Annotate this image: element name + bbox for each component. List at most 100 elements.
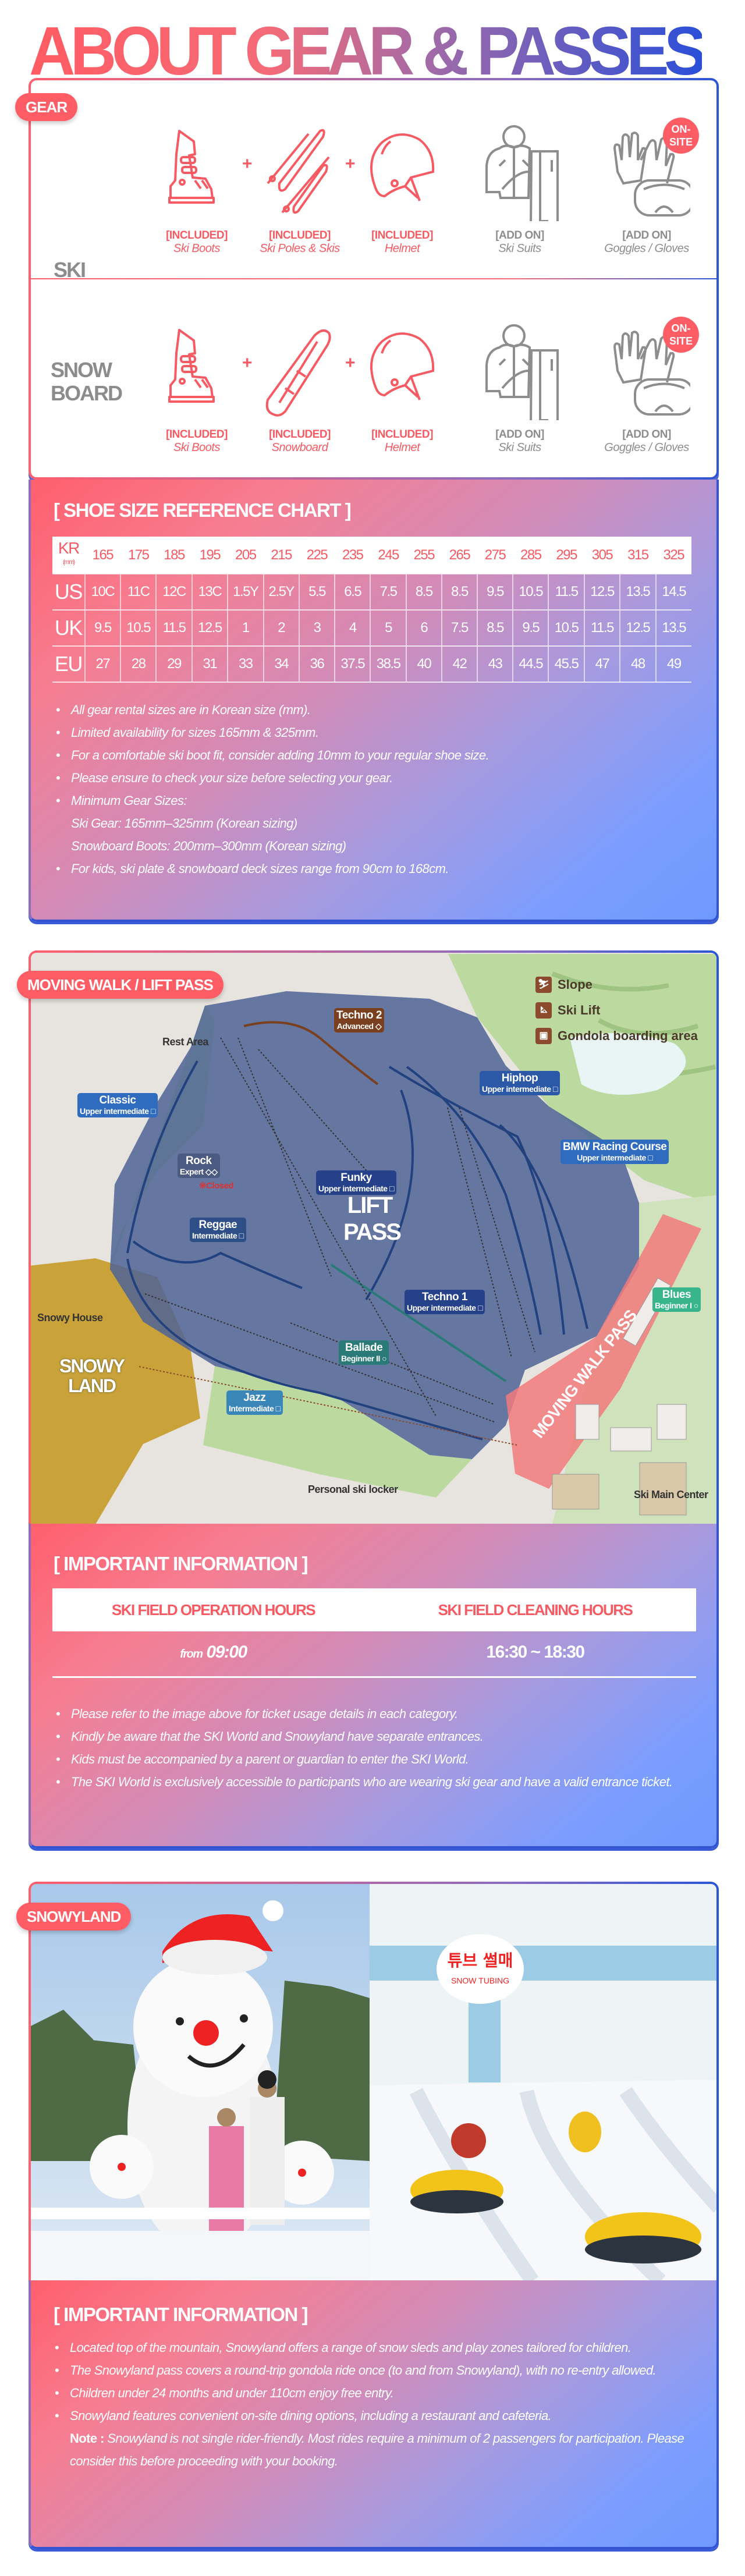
note-item: Children under 24 months and under 110cm… bbox=[52, 2382, 698, 2404]
slope-level: Advanced ◇ bbox=[336, 1021, 382, 1031]
gear-name: Snowboard bbox=[271, 441, 328, 454]
gear-card bbox=[29, 78, 719, 480]
kr-size: 235 bbox=[335, 537, 371, 574]
kr-size: 275 bbox=[477, 537, 513, 574]
note-item: For kids, ski plate & snowboard deck siz… bbox=[54, 857, 694, 880]
snowyland-notes: Located top of the mountain, Snowyland o… bbox=[52, 2336, 698, 2472]
gear-badge: GEAR bbox=[15, 93, 78, 121]
row-divider bbox=[31, 278, 716, 279]
size-cell: 33 bbox=[227, 646, 264, 683]
size-cell: 11.5 bbox=[583, 610, 620, 647]
place-rest-area: Rest Area bbox=[162, 1036, 208, 1048]
size-cell: 40 bbox=[405, 646, 442, 683]
size-cell: 6 bbox=[405, 610, 442, 647]
note-item: The Snowyland pass covers a round-trip g… bbox=[52, 2359, 698, 2382]
size-cell: 10.5 bbox=[120, 610, 157, 647]
size-cell: 47 bbox=[583, 646, 620, 683]
note-item: For a comfortable ski boot fit, consider… bbox=[54, 744, 694, 767]
snowyland-badge: SNOWYLAND bbox=[16, 1903, 132, 1931]
cleaning-hours-value: 16:30 ~ 18:30 bbox=[486, 1642, 585, 1662]
slope-name: Funky bbox=[340, 1172, 372, 1184]
slope-name: Jazz bbox=[243, 1392, 266, 1404]
resort-map bbox=[31, 953, 716, 1524]
place-locker: Personal ski locker bbox=[308, 1484, 398, 1495]
slope-level: Beginner II ○ bbox=[341, 1353, 387, 1363]
gear-name: Helmet bbox=[384, 242, 420, 255]
gear-name: Ski Poles & Skis bbox=[260, 242, 340, 255]
sub-note-item: Snowboard Boots: 200mm–300mm (Korean siz… bbox=[71, 839, 346, 853]
map-badge: MOVING WALK / LIFT PASS bbox=[17, 971, 224, 999]
size-cell: 5 bbox=[370, 610, 406, 647]
legend-item: ⛷Slope bbox=[535, 977, 593, 993]
kr-size: 215 bbox=[263, 537, 299, 574]
row-label-ski: SKI bbox=[54, 258, 86, 282]
slope-name: Techno 2 bbox=[336, 1009, 382, 1021]
size-cell: 2.5Y bbox=[262, 574, 299, 611]
size-cell: 11.5 bbox=[548, 574, 584, 611]
sign-english: SNOW TUBING bbox=[451, 1976, 509, 1985]
gear-tag: [INCLUDED] bbox=[166, 428, 228, 441]
slope-level: Upper intermediate □ bbox=[407, 1303, 483, 1312]
size-cell: 13.5 bbox=[655, 610, 691, 647]
size-cell: 1.5Y bbox=[227, 574, 264, 611]
gear-tag: [INCLUDED] bbox=[269, 229, 331, 242]
slope-name: Hiphop bbox=[501, 1072, 538, 1084]
size-cell: 34 bbox=[262, 646, 299, 683]
note-item: Limited availability for sizes 165mm & 3… bbox=[54, 721, 694, 744]
size-cell: 13C bbox=[191, 574, 228, 611]
gear-name: Ski Boots bbox=[173, 242, 220, 255]
closed-label: ※Closed bbox=[199, 1181, 234, 1191]
cleaning-hours-label: SKI FIELD CLEANING HOURS bbox=[438, 1601, 633, 1619]
operation-hours-label: SKI FIELD OPERATION HOURS bbox=[111, 1601, 316, 1619]
map-card bbox=[29, 950, 719, 1527]
kr-label: KR(mm) bbox=[52, 537, 85, 574]
kr-size: 305 bbox=[584, 537, 620, 574]
kr-size: 295 bbox=[548, 537, 584, 574]
gear-item: [INCLUDED]Ski Boots bbox=[144, 122, 249, 256]
size-cell: 4 bbox=[334, 610, 371, 647]
legend-label: Gondola boarding area bbox=[558, 1028, 698, 1043]
gear-tag: [INCLUDED] bbox=[371, 428, 433, 441]
note-item: Please refer to the image above for tick… bbox=[54, 1702, 700, 1725]
hours-header: SKI FIELD OPERATION HOURS SKI FIELD CLEA… bbox=[52, 1588, 696, 1631]
size-cell: 37.5 bbox=[334, 646, 371, 683]
note-item: Please ensure to check your size before … bbox=[54, 767, 694, 789]
size-cell: 10C bbox=[84, 574, 121, 611]
ski-suit-icon bbox=[485, 324, 559, 420]
row-label: US bbox=[52, 574, 85, 611]
shoe-notes: All gear rental sizes are in Korean size… bbox=[54, 698, 694, 880]
slope-name: Reggae bbox=[198, 1219, 237, 1231]
kr-size: 225 bbox=[299, 537, 335, 574]
slope-level: Upper intermediate □ bbox=[80, 1106, 155, 1116]
slope-name: BMW Racing Course bbox=[563, 1141, 667, 1153]
slope-name: Ballade bbox=[345, 1342, 383, 1354]
gear-item: [INCLUDED]Ski Boots bbox=[144, 321, 249, 455]
kr-size: 255 bbox=[406, 537, 442, 574]
ski-lift-icon: ⛡ bbox=[535, 1002, 552, 1019]
size-cell: 43 bbox=[476, 646, 513, 683]
slope-level: Expert ◇◇ bbox=[180, 1166, 218, 1176]
ski-notes: Please refer to the image above for tick… bbox=[54, 1702, 700, 1793]
size-cell: 6.5 bbox=[334, 574, 371, 611]
slope-name: Techno 1 bbox=[421, 1291, 467, 1303]
gear-name: Goggles / Gloves bbox=[604, 441, 689, 454]
size-cell: 36 bbox=[298, 646, 335, 683]
kr-size: 285 bbox=[513, 537, 549, 574]
gear-tag: [INCLUDED] bbox=[371, 229, 433, 242]
size-cell: 12C bbox=[155, 574, 192, 611]
ski-info-title: [ IMPORTANT INFORMATION ] bbox=[54, 1553, 308, 1574]
size-cell: 27 bbox=[84, 646, 121, 683]
